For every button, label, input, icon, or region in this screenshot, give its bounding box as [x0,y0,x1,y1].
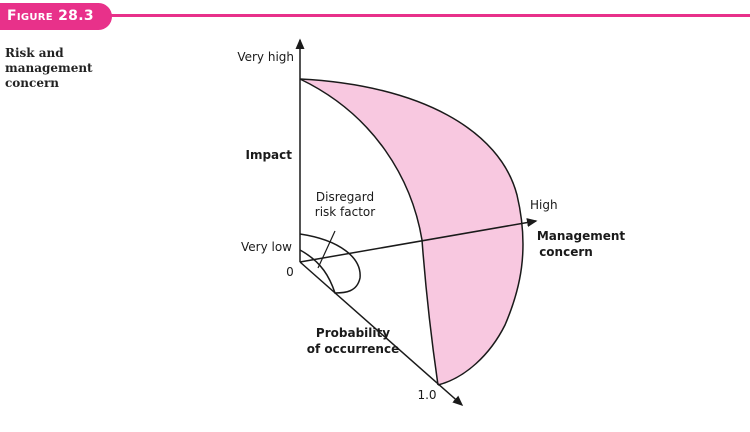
concern-shaded-region [300,79,524,385]
management-concern-axis [299,218,538,263]
figure-caption: Risk and management concern [5,46,93,90]
concern-axis-title-2: concern [539,245,593,259]
impact-high-label: Very high [237,50,294,64]
header-rule [0,14,750,17]
probability-axis [299,261,464,406]
concern-high-label: High [530,198,558,212]
outer-boundary-curve [299,78,524,386]
annotation-line-1: Disregard [316,190,374,204]
impact-axis-title: Impact [245,148,292,162]
figure-number-badge: Figure 28.3 [0,3,112,30]
annotation-pointer [317,230,336,269]
impact-low-label: Very low [241,240,292,254]
origin-label: 0 [286,265,294,279]
probability-max-label: 1.0 [417,388,436,402]
probability-axis-title-2: of occurrence [307,342,399,356]
disregard-region-curve [299,233,361,294]
inner-boundary-curve [299,78,439,386]
concern-axis-title-1: Management [537,229,626,243]
probability-axis-title-1: Probability [316,326,390,340]
annotation-line-2: risk factor [315,205,376,219]
